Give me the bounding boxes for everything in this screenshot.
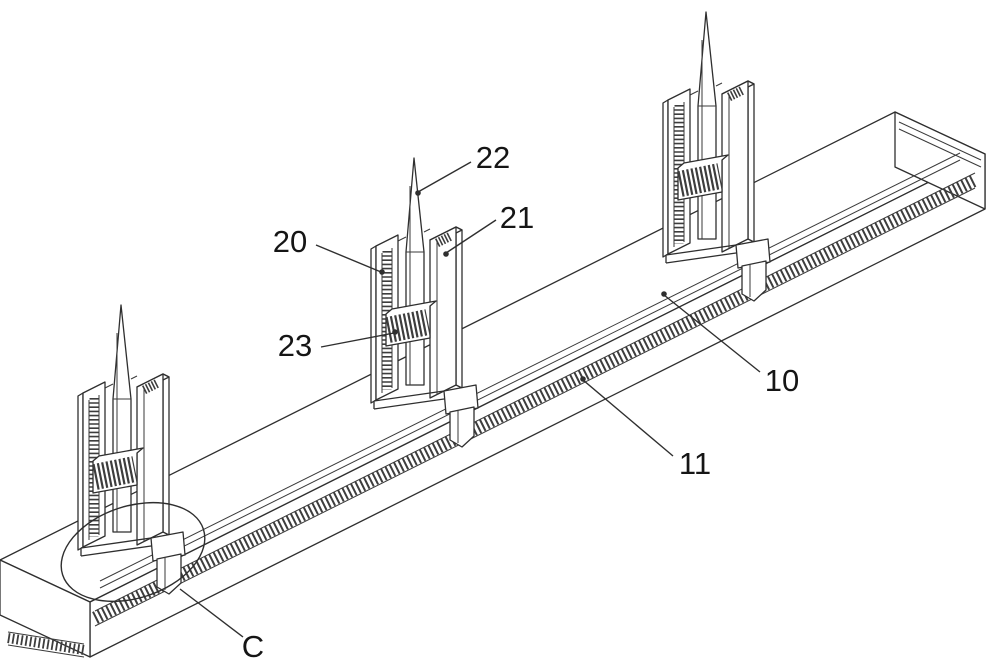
leader-dot-10 <box>661 291 667 297</box>
leader-lines <box>179 161 761 638</box>
label-10: 10 <box>765 363 799 398</box>
label-20: 20 <box>273 224 307 259</box>
label-23: 23 <box>278 328 312 363</box>
label-21: 21 <box>500 200 534 235</box>
leader-line-10 <box>663 294 761 373</box>
leader-line-C <box>179 588 244 638</box>
reference-labels: 22 21 20 23 10 11 C <box>242 140 799 664</box>
left-end-hatch <box>7 631 85 658</box>
label-22: 22 <box>476 140 510 175</box>
detail-circle-C <box>60 501 206 603</box>
guide-groove <box>99 152 961 589</box>
leader-dot-11 <box>580 376 586 382</box>
rack-teeth <box>92 174 978 624</box>
leader-line-21 <box>445 219 497 254</box>
leader-line-11 <box>582 379 674 457</box>
leader-line-22 <box>417 161 472 193</box>
leader-dot-21 <box>443 251 449 257</box>
rack-strip <box>92 172 978 627</box>
beam-left-end-face <box>0 559 91 658</box>
leader-line-23 <box>320 332 395 348</box>
label-11: 11 <box>679 446 711 481</box>
leader-dot-20 <box>379 269 385 275</box>
right-end-inner-line <box>898 128 982 168</box>
right-end-inner-line <box>898 121 982 161</box>
leader-dot-23 <box>392 329 398 335</box>
leader-line-20 <box>315 244 382 273</box>
leader-dot-22 <box>415 190 421 196</box>
label-C: C <box>242 629 264 664</box>
